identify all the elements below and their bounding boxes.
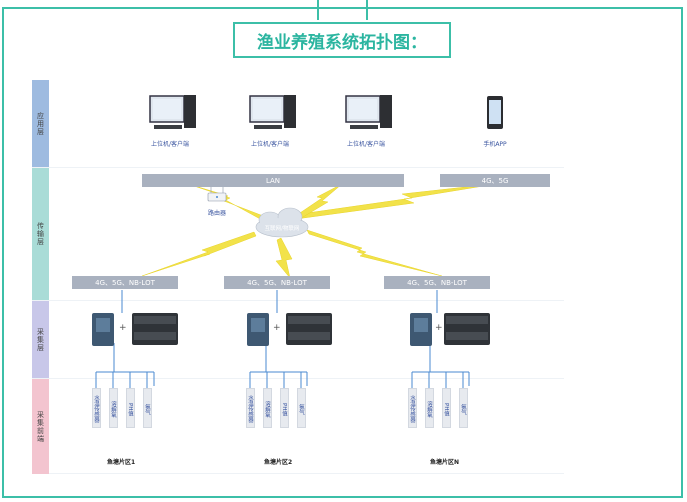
router-label: 路由器 xyxy=(207,210,226,217)
sensor-ph: PH值 xyxy=(280,388,289,428)
bolt-to-lan-right xyxy=(293,183,343,221)
zone-label-1: 鱼塘片区1 xyxy=(107,459,136,466)
gateway-bar-2: 4G、5G、NB-LOT xyxy=(224,276,330,289)
router-icon xyxy=(207,186,227,202)
client-label-3: 上位机/客户端 xyxy=(346,141,386,148)
cloud-label: 互联网/物联网 xyxy=(264,226,300,232)
lan-bar: LAN xyxy=(142,174,404,187)
bolt-to-mobile xyxy=(271,182,503,223)
mobile-app-label: 手机APP xyxy=(483,141,507,148)
zone-label-2: 鱼塘片区2 xyxy=(264,459,293,466)
front-end-band xyxy=(32,379,564,474)
gateway-bar-3: 4G、5G、NB-LOT xyxy=(384,276,490,289)
layer-label-collection: 采集层 xyxy=(32,301,49,378)
outer-frame xyxy=(2,7,683,498)
plus-sign-1: + xyxy=(119,323,127,333)
mobile-network-bar: 4G、5G xyxy=(440,174,550,187)
layer-label-transmission: 传输层 xyxy=(32,168,49,300)
sensor-ammonia: 氨气 xyxy=(297,388,306,428)
sensor-ph: PH值 xyxy=(126,388,135,428)
client-label-1: 上位机/客户端 xyxy=(150,141,190,148)
phone-icon xyxy=(487,96,503,129)
sensor-dissolved-oxygen: 溶解氧 xyxy=(425,388,434,428)
layer-label-application: 应用层 xyxy=(32,80,49,167)
sensor-water-temp: 水温传感器 xyxy=(246,388,255,428)
topology-diagram: 应用层 传输层 采集层 采集前端 xyxy=(32,80,564,474)
zone-label-n: 鱼塘片区N xyxy=(430,459,460,466)
bolt-to-gateway-3 xyxy=(306,229,443,277)
cloud-icon xyxy=(255,207,309,238)
layer-label-front-end: 采集前端 xyxy=(32,379,49,474)
connection-lines xyxy=(92,95,503,388)
collector-devices xyxy=(92,313,490,346)
transmission-band xyxy=(32,168,564,301)
sensor-dissolved-oxygen: 溶解氧 xyxy=(109,388,118,428)
bolt-to-gateway-2 xyxy=(275,237,293,279)
bolt-to-gateway-1 xyxy=(141,231,257,277)
application-band xyxy=(32,80,564,168)
computer-icons xyxy=(149,95,503,129)
sensor-dissolved-oxygen: 溶解氧 xyxy=(263,388,272,428)
sensor-ph: PH值 xyxy=(442,388,451,428)
plus-sign-3: + xyxy=(435,323,443,333)
client-label-2: 上位机/客户端 xyxy=(250,141,290,148)
sensor-ammonia: 氨气 xyxy=(143,388,152,428)
sensor-ammonia: 氨气 xyxy=(459,388,468,428)
title-connector-left xyxy=(317,0,319,20)
collection-band xyxy=(32,301,564,379)
gateway-bar-1: 4G、5G、NB-LOT xyxy=(72,276,178,289)
page-title: 渔业养殖系统拓扑图： xyxy=(233,22,451,58)
sensor-water-temp: 水温传感器 xyxy=(92,388,101,428)
sensor-water-temp: 水温传感器 xyxy=(408,388,417,428)
plus-sign-2: + xyxy=(273,323,281,333)
title-connector-right xyxy=(366,0,368,20)
